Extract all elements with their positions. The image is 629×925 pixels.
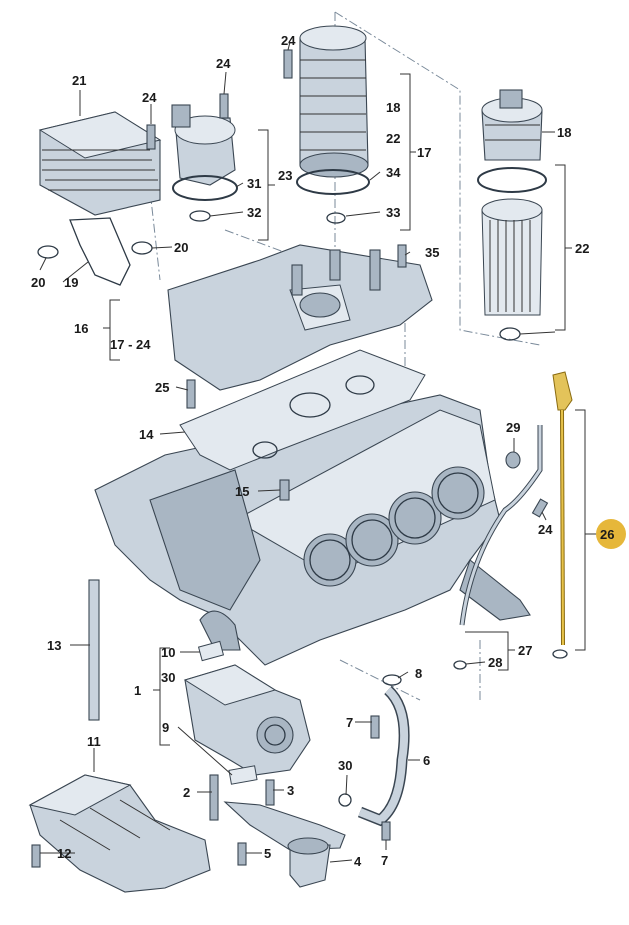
dipstick-seal (552, 649, 568, 659)
label-8: 8 (415, 666, 422, 681)
label-24-guide: 24 (538, 522, 553, 537)
filter-cap-o-ring (477, 167, 547, 193)
label-1: 1 (134, 683, 141, 698)
label-9: 9 (162, 720, 169, 735)
label-7-lower: 7 (381, 853, 388, 868)
pipe-seal-8 (382, 674, 402, 686)
leader-lines (39, 41, 556, 863)
bolt-35 (397, 244, 407, 268)
o-ring-34 (296, 169, 370, 195)
label-22-center: 22 (386, 131, 400, 146)
label-29: 29 (506, 420, 520, 435)
engine-block (94, 394, 531, 666)
label-21: 21 (72, 73, 86, 88)
label-24-top: 24 (281, 33, 296, 48)
bolts (31, 49, 549, 868)
bolt-24-left (146, 124, 156, 150)
oil-pump (183, 664, 311, 776)
label-7-upper: 7 (346, 715, 353, 730)
label-16: 16 (74, 321, 88, 336)
oil-dipstick (552, 371, 573, 646)
label-11: 11 (87, 734, 101, 749)
label-25: 25 (155, 380, 169, 395)
label-18-right: 18 (557, 125, 571, 140)
bolt-7-lower (381, 821, 391, 841)
oil-pickup (223, 801, 346, 888)
label-30-lower: 30 (338, 758, 352, 773)
label-28: 28 (488, 655, 502, 670)
label-23: 23 (278, 168, 292, 183)
oil-filter-element (481, 198, 543, 316)
bolt-12 (31, 844, 41, 868)
o-ring-33 (326, 212, 346, 224)
timing-cover-housing (167, 244, 433, 391)
plug-15 (279, 479, 290, 501)
seal-ring-20-left (37, 245, 59, 259)
label-34: 34 (386, 165, 401, 180)
label-20-left: 20 (31, 275, 45, 290)
label-35: 35 (425, 245, 439, 260)
callout-labels: 21 24 24 24 18 22 17 34 33 35 18 22 23 3… (31, 33, 614, 869)
pipe-seal-30 (338, 793, 352, 807)
label-32: 32 (247, 205, 261, 220)
bolt-24-mid (219, 93, 229, 119)
dowel-rod (88, 579, 100, 721)
gasket-14 (179, 349, 426, 471)
label-26: 26 (600, 527, 614, 542)
bolt-2 (209, 774, 219, 821)
label-14: 14 (139, 427, 154, 442)
oil-filter-housing-center (299, 25, 369, 178)
bolt-7-upper (370, 715, 380, 739)
label-6: 6 (423, 753, 430, 768)
label-24-mid: 24 (216, 56, 231, 71)
label-19: 19 (64, 275, 78, 290)
label-22-right: 22 (575, 241, 589, 256)
label-20-right: 20 (174, 240, 188, 255)
bolt-5 (237, 842, 247, 866)
label-18-center: 18 (386, 100, 400, 115)
o-ring-31 (172, 175, 238, 201)
oil-cooler-gasket (69, 217, 131, 286)
filter-housing-23 (171, 104, 236, 186)
label-27: 27 (518, 643, 532, 658)
gasket-10 (197, 640, 225, 662)
bolt-24-top (283, 49, 293, 79)
guide-tube-seal-29 (505, 451, 521, 469)
label-16-range: 17 - 24 (110, 337, 151, 352)
label-2: 2 (183, 785, 190, 800)
oil-cooler (38, 111, 162, 216)
label-30-upper: 30 (161, 670, 175, 685)
seal-ring-20-right (131, 241, 153, 255)
callout-badge-26 (596, 519, 626, 549)
bolt-25 (186, 379, 196, 409)
label-31: 31 (247, 176, 261, 191)
bolt-3 (265, 779, 275, 806)
o-ring-32 (189, 210, 211, 222)
label-24-left: 24 (142, 90, 157, 105)
oil-filter-cap (481, 89, 543, 161)
label-10: 10 (161, 645, 175, 660)
label-13: 13 (47, 638, 61, 653)
label-12: 12 (57, 846, 71, 861)
label-15: 15 (235, 484, 249, 499)
filter-element-seal (499, 327, 521, 341)
bolt-24-guide (531, 498, 549, 518)
label-17: 17 (417, 145, 431, 160)
oil-baffle (28, 774, 211, 893)
label-4: 4 (354, 854, 362, 869)
label-3: 3 (287, 783, 294, 798)
gasket-9 (228, 765, 258, 785)
label-33: 33 (386, 205, 400, 220)
label-5: 5 (264, 846, 271, 861)
seal-ring-28 (453, 660, 467, 670)
